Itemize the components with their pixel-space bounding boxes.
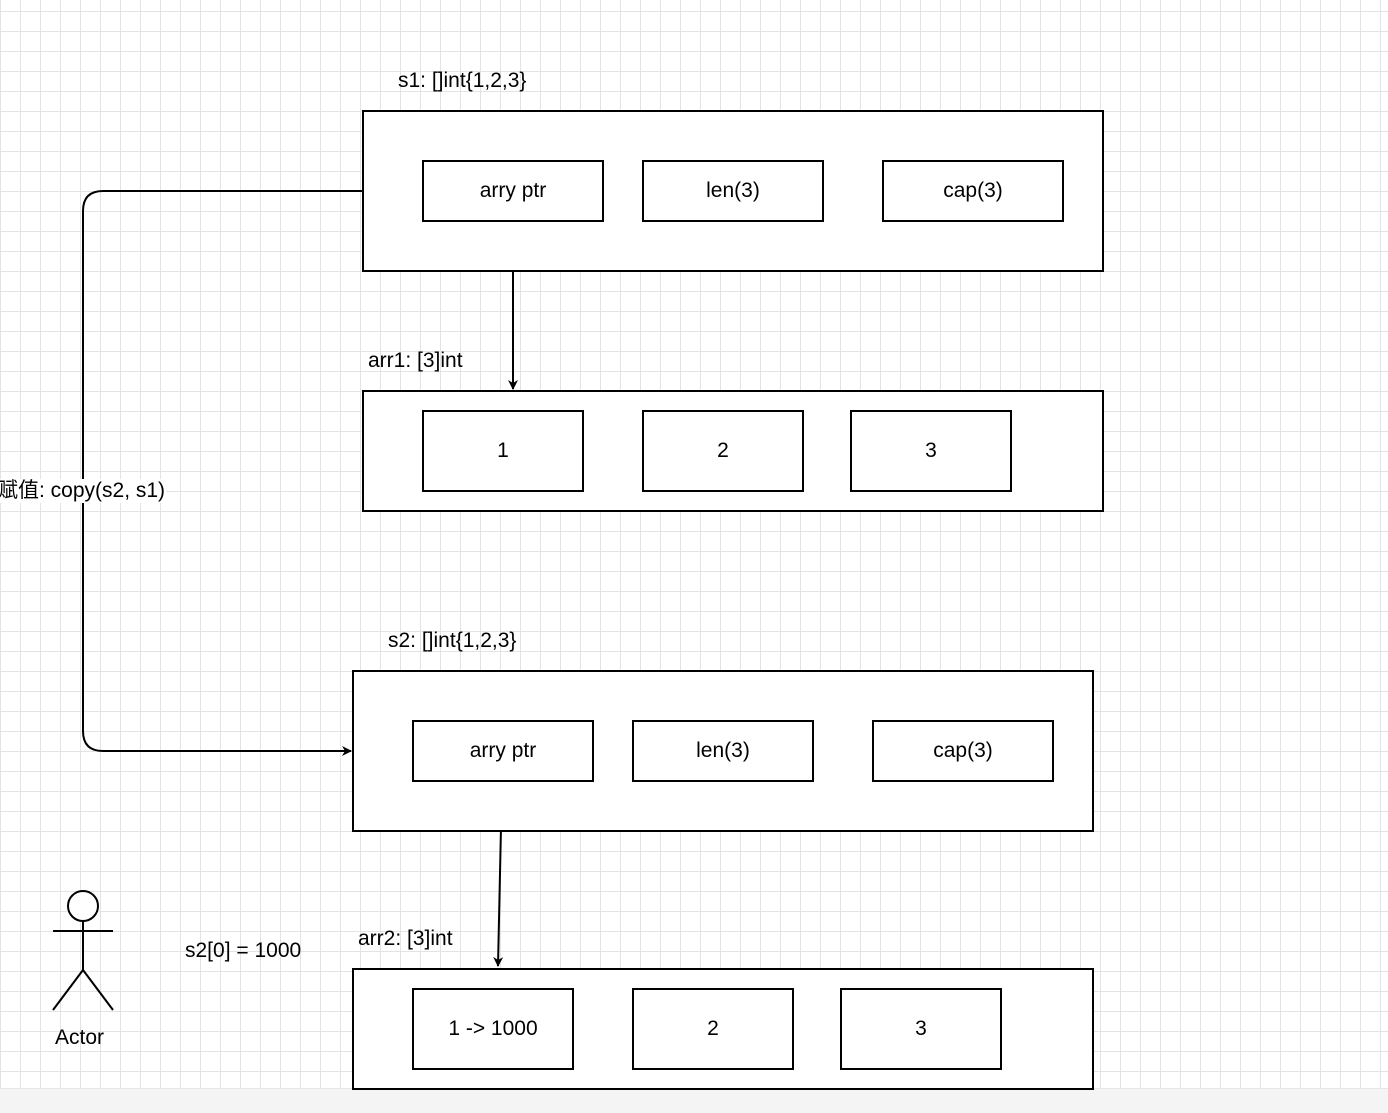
arr2-item-2[interactable]: 3 xyxy=(840,988,1002,1070)
s2-field-ptr[interactable]: arry ptr xyxy=(412,720,594,782)
copy-edge-label[interactable]: 赋值: copy(s2, s1) xyxy=(0,479,167,503)
assign-note[interactable]: s2[0] = 1000 xyxy=(185,939,302,962)
arr2-item-0[interactable]: 1 -> 1000 xyxy=(412,988,574,1070)
s2-field-cap[interactable]: cap(3) xyxy=(872,720,1054,782)
arr1-title[interactable]: arr1: [3]int xyxy=(368,349,463,372)
copy-edge-arrow[interactable] xyxy=(82,190,363,756)
arr2-item-1[interactable]: 2 xyxy=(632,988,794,1070)
arr1-item-1[interactable]: 2 xyxy=(642,410,804,492)
actor-figure-icon[interactable] xyxy=(52,890,114,1011)
actor-label[interactable]: Actor xyxy=(55,1026,105,1049)
s1-field-cap[interactable]: cap(3) xyxy=(882,160,1064,222)
canvas-footer xyxy=(0,1088,1388,1113)
s1-title[interactable]: s1: []int{1,2,3} xyxy=(398,69,527,92)
s2-title[interactable]: s2: []int{1,2,3} xyxy=(388,629,517,652)
s1-field-len[interactable]: len(3) xyxy=(642,160,824,222)
arr1-item-2[interactable]: 3 xyxy=(850,410,1012,492)
arr1-item-0[interactable]: 1 xyxy=(422,410,584,492)
s1-field-ptr[interactable]: arry ptr xyxy=(422,160,604,222)
s2-field-len[interactable]: len(3) xyxy=(632,720,814,782)
arr2-title[interactable]: arr2: [3]int xyxy=(358,927,453,950)
